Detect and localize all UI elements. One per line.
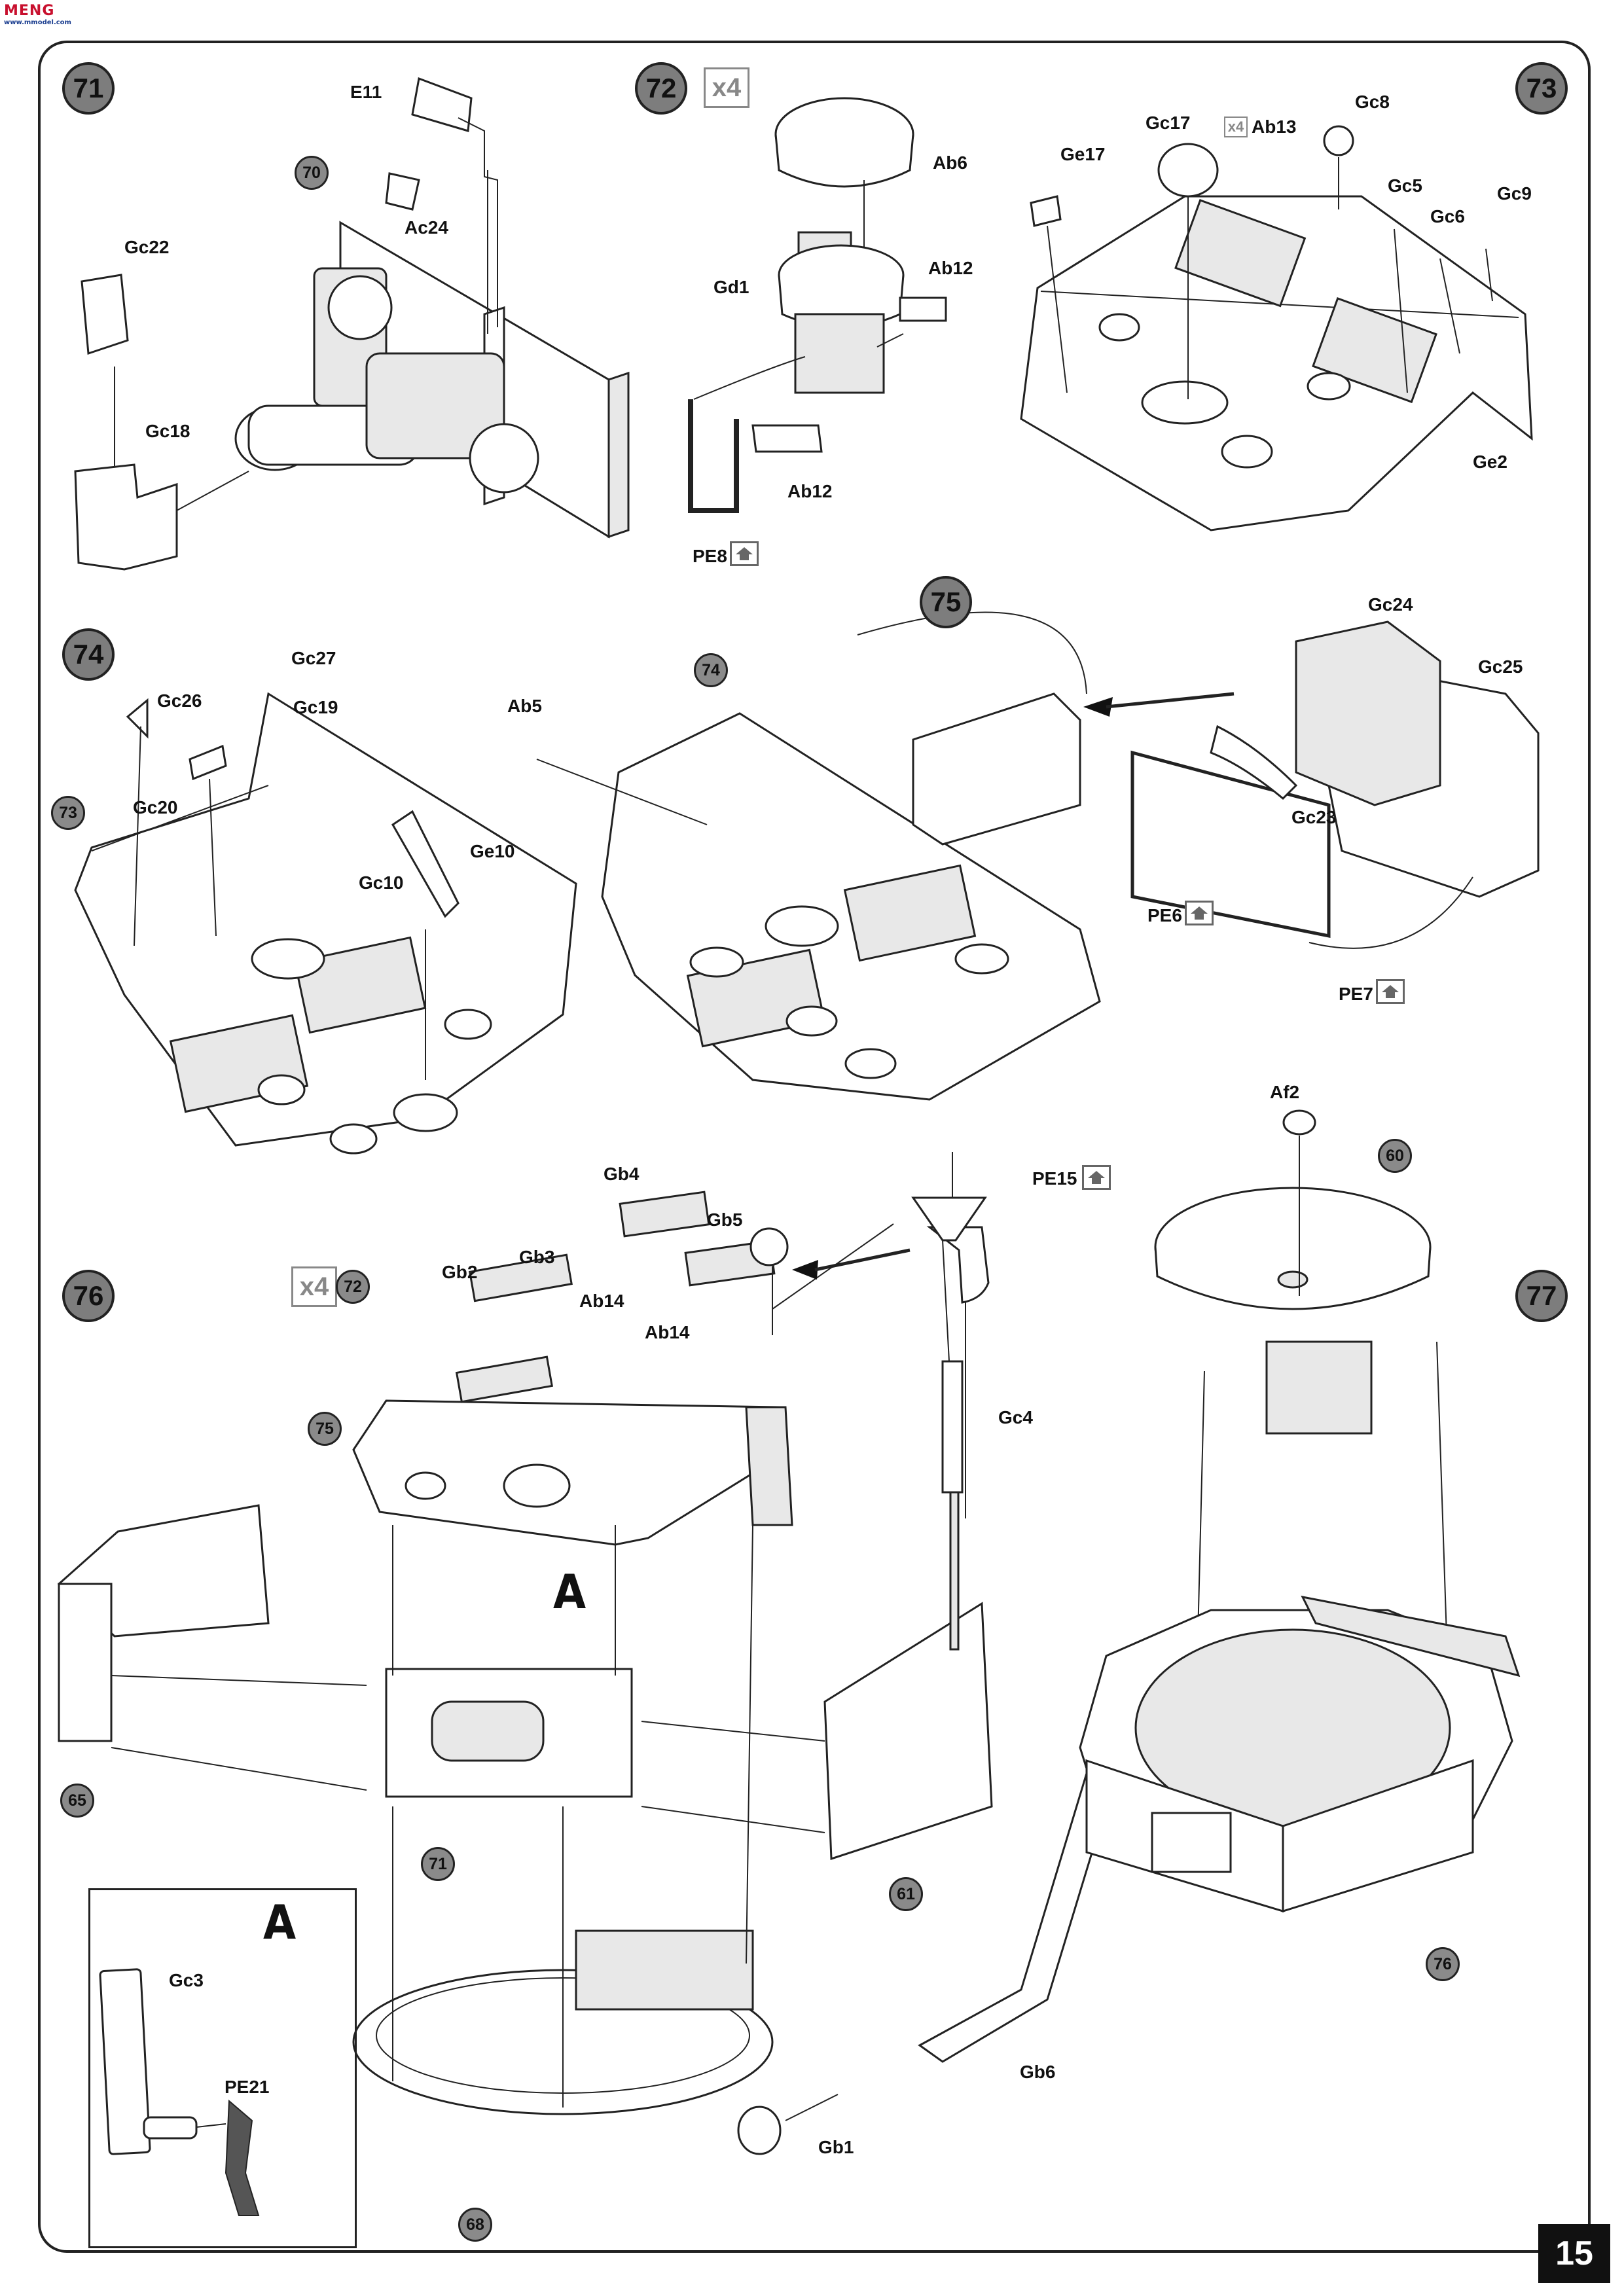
part-PE21: PE21 — [225, 2077, 270, 2097]
part-Gb2: Gb2 — [442, 1262, 478, 1282]
part-Gc20: Gc20 — [133, 797, 178, 817]
part-Ab13: Ab13 — [1252, 117, 1297, 137]
ab13-quantity-badge: x4 — [1224, 117, 1248, 137]
part-Gb6: Gb6 — [1020, 2062, 1056, 2082]
step74-ref-73: 73 — [51, 796, 85, 830]
part-Ac24: Ac24 — [405, 217, 448, 238]
detail-A-callout: A — [553, 1564, 586, 1619]
detail-A-drawing — [99, 1968, 260, 2216]
part-Gb1: Gb1 — [818, 2137, 854, 2157]
step71-ref-70: 70 — [295, 156, 329, 190]
part-Af2: Af2 — [1270, 1082, 1300, 1102]
photo-etch-icon — [1082, 1165, 1111, 1190]
part-Gc26: Gc26 — [157, 691, 202, 711]
part-Gc19: Gc19 — [293, 697, 338, 717]
part-Ab12-a: Ab12 — [928, 258, 973, 278]
part-PE7: PE7 — [1339, 984, 1373, 1004]
part-Gc27: Gc27 — [291, 648, 336, 668]
part-Gc17: Gc17 — [1146, 113, 1191, 133]
part-Gc18: Gc18 — [145, 421, 190, 441]
page-number: 15 — [1538, 2224, 1610, 2283]
step75-drawing — [536, 611, 1540, 1101]
step-77-marker: 77 — [1515, 1270, 1568, 1322]
part-Gc22: Gc22 — [124, 237, 170, 257]
step72-quantity-badge: x4 — [704, 67, 749, 108]
part-Gc23: Gc23 — [1291, 807, 1337, 827]
part-Gb3: Gb3 — [519, 1247, 555, 1267]
arrow-step75 — [1083, 697, 1113, 717]
part-Ab14-b: Ab14 — [645, 1322, 690, 1342]
part-Gc8: Gc8 — [1355, 92, 1390, 112]
photo-etch-icon — [730, 541, 759, 566]
part-Gc6: Gc6 — [1430, 206, 1465, 226]
part-Gc5: Gc5 — [1388, 175, 1422, 196]
part-E11: E11 — [350, 82, 382, 102]
part-Ab6: Ab6 — [933, 152, 967, 173]
step71-drawing — [74, 77, 630, 571]
detail-A-inset-letter: A — [263, 1895, 297, 1950]
photo-etch-icon — [1376, 979, 1405, 1004]
step76-drawing — [57, 1191, 1128, 2155]
step-76-marker: 76 — [62, 1270, 115, 1322]
page-frame — [38, 41, 1591, 2253]
step76-ref-65: 65 — [60, 1784, 94, 1818]
step-72-marker: 72 — [635, 62, 687, 115]
part-PE6: PE6 — [1147, 905, 1182, 925]
part-PE15: PE15 — [1032, 1168, 1077, 1189]
step77-drawing — [1079, 1109, 1521, 1913]
part-Ab5: Ab5 — [507, 696, 542, 716]
step73-drawing — [1020, 125, 1533, 531]
detail-A-inset — [88, 1888, 357, 2248]
part-Gc4: Gc4 — [998, 1407, 1033, 1427]
part-Gd1: Gd1 — [713, 277, 749, 297]
step77-ref-76: 76 — [1426, 1947, 1460, 1981]
step76-ref-72: 72 — [336, 1270, 370, 1304]
step76-ref-61: 61 — [889, 1877, 923, 1911]
step74-drawing — [74, 692, 577, 1155]
step76-ref-71: 71 — [421, 1847, 455, 1881]
part-Gc24: Gc24 — [1368, 594, 1413, 615]
step77-ref-60: 60 — [1378, 1139, 1412, 1173]
photo-etch-icon — [1185, 901, 1214, 925]
part-Gb4: Gb4 — [604, 1164, 640, 1184]
step76-ref-68: 68 — [458, 2208, 492, 2242]
step72-drawing — [688, 97, 947, 513]
part-Ge17: Ge17 — [1060, 144, 1106, 164]
part-Gb5: Gb5 — [707, 1210, 743, 1230]
part-Gc25: Gc25 — [1478, 656, 1523, 677]
part-Ge10: Ge10 — [470, 841, 515, 861]
step-71-marker: 71 — [62, 62, 115, 115]
arrow-step76 — [792, 1260, 818, 1280]
step76-quantity-badge: x4 — [291, 1266, 337, 1307]
part-PE8: PE8 — [693, 546, 727, 566]
step75-ref-74: 74 — [694, 653, 728, 687]
part-Gc10: Gc10 — [359, 872, 404, 893]
part-Gc9: Gc9 — [1497, 183, 1532, 204]
step76-ref-75: 75 — [308, 1412, 342, 1446]
part-Ab12-b: Ab12 — [787, 481, 833, 501]
part-Ge2: Ge2 — [1473, 452, 1507, 472]
aerial-drawing — [911, 1152, 987, 1651]
part-Ab14-a: Ab14 — [579, 1291, 624, 1311]
step-75-marker: 75 — [920, 576, 972, 628]
step-74-marker: 74 — [62, 628, 115, 681]
part-Gc3: Gc3 — [169, 1970, 204, 1990]
step-73-marker: 73 — [1515, 62, 1568, 115]
